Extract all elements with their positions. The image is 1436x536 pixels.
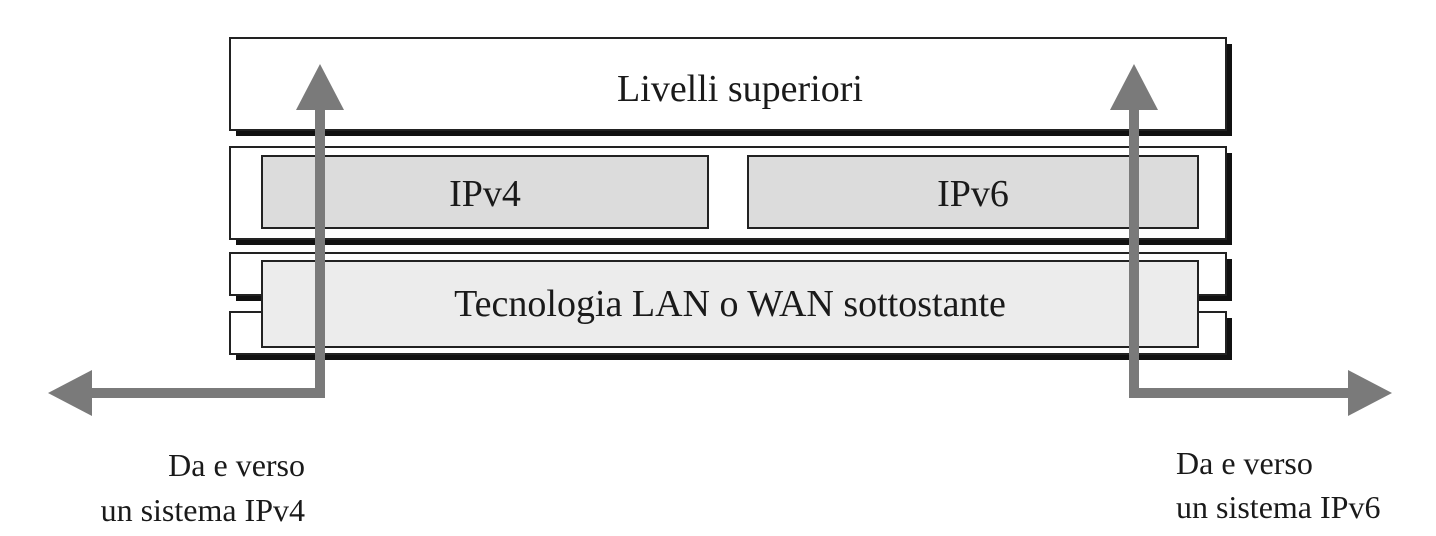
ipv6-label: IPv6 (937, 173, 1009, 215)
ipv4-caption-line2: un sistema IPv4 (101, 492, 305, 528)
ipv6-arrow-up-head (1110, 64, 1158, 110)
ipv4-path-arrow (48, 64, 344, 416)
ipv6-box: IPv6 (747, 155, 1199, 229)
ipv6-caption-line2: un sistema IPv6 (1176, 489, 1380, 525)
ipv4-arrow-up-head (296, 64, 344, 110)
ipv6-arrow-right-head (1348, 370, 1392, 416)
ip-layer: IPv4 IPv6 (229, 146, 1232, 245)
network-technology-label: Tecnologia LAN o WAN sottostante (454, 283, 1006, 325)
ipv4-caption: Da e verso un sistema IPv4 (101, 447, 305, 528)
network-layer: Tecnologia LAN o WAN sottostante (229, 252, 1232, 360)
ipv4-caption-line1: Da e verso (168, 447, 305, 483)
ipv6-caption-line1: Da e verso (1176, 445, 1313, 481)
ipv6-path-arrow (1110, 64, 1392, 416)
network-technology-box: Tecnologia LAN o WAN sottostante (261, 260, 1199, 348)
ipv4-label: IPv4 (449, 173, 521, 215)
upper-layers-label: Livelli superiori (617, 68, 863, 110)
upper-layers-layer: Livelli superiori (229, 37, 1232, 136)
ipv6-caption: Da e verso un sistema IPv6 (1176, 445, 1380, 525)
ipv4-arrow-left-head (48, 370, 92, 416)
ipv4-box: IPv4 (261, 155, 709, 229)
